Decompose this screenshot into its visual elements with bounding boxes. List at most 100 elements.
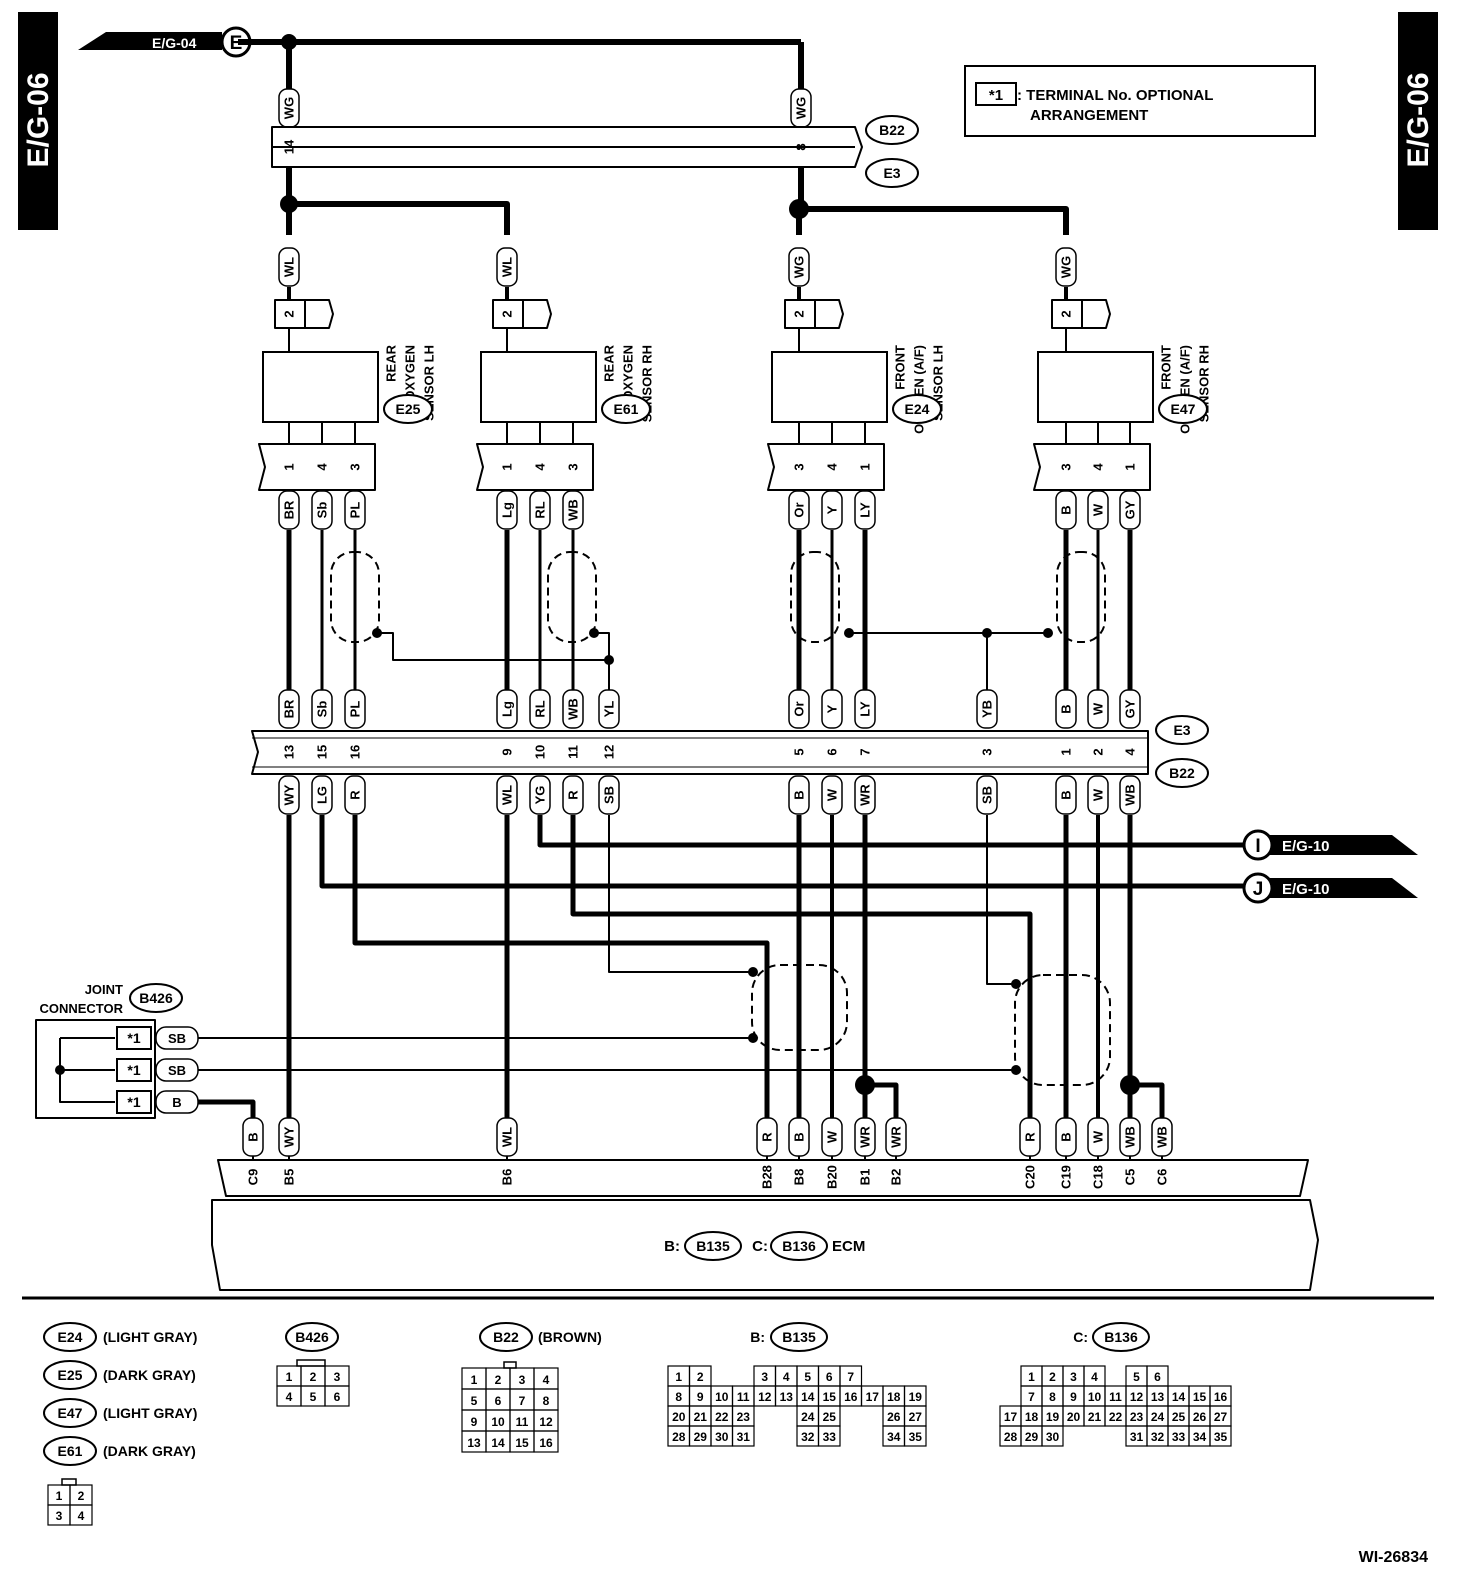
sensor-2-color-1-tag <box>821 490 843 530</box>
connector-e3-mid-ellipse <box>1155 715 1209 745</box>
shield-lower-drain-1 <box>748 967 758 977</box>
connector-b22-mid-ellipse <box>1155 758 1209 788</box>
mid-bottom-color-2-tag <box>344 775 366 815</box>
joint-mark-box-0 <box>116 1026 152 1050</box>
face-b136-cell <box>1041 1425 1064 1447</box>
joint-mark-box-1 <box>116 1058 152 1082</box>
face-b136-pin: 28 <box>1004 1430 1018 1444</box>
sensor-1-pin-0: 1 <box>500 463 515 470</box>
face-b22-pin: 8 <box>543 1394 550 1408</box>
connector-e3-top: E3 <box>883 165 900 181</box>
ecm-b135-ellipse <box>684 1231 742 1261</box>
sensor-2-bottom-connector <box>767 443 885 491</box>
mid-pin-7: 5 <box>792 748 807 755</box>
mid-top-color-6-tag <box>598 689 620 729</box>
face-b136-pin: 29 <box>1025 1430 1039 1444</box>
incoming-label: E/G-04 <box>152 35 197 51</box>
sensor-1-color-0-tag <box>496 490 518 530</box>
face-b136-prefix: C: <box>1073 1329 1088 1345</box>
sensor-3-color-1-tag <box>1087 490 1109 530</box>
face-b22-pin: 14 <box>491 1436 505 1450</box>
face-b426-cell <box>324 1385 350 1407</box>
shield-lower-drain-3 <box>1011 979 1021 989</box>
mid-pin-3: 9 <box>500 748 515 755</box>
face-b135-pin: 24 <box>801 1410 815 1424</box>
face-b135-pin: 4 <box>783 1370 790 1384</box>
sensor-0-top-wire-label-tag <box>278 247 300 287</box>
face-b135-pin: 29 <box>694 1430 708 1444</box>
note-box <box>964 65 1316 137</box>
sensor-1-connector-id: E61 <box>614 401 639 417</box>
mid-top-color-9: LY <box>858 701 873 717</box>
shield-wire-lh <box>377 632 609 661</box>
face-b136-pin: 16 <box>1214 1390 1228 1404</box>
connector-b22-top-ellipse <box>865 115 919 145</box>
outgoing-letter-circle-0 <box>1242 829 1274 861</box>
wire-label-wg-left: WG <box>282 97 297 119</box>
mid-pin-6: 12 <box>602 745 617 759</box>
mid-bottom-color-10-tag <box>976 775 998 815</box>
face-b135-pin: 11 <box>737 1390 750 1404</box>
face-b426-pin: 1 <box>286 1370 293 1384</box>
ecm-wire-8: R <box>1023 1132 1038 1142</box>
face-b135-cell <box>731 1425 755 1447</box>
mid-top-color-3: Lg <box>500 701 515 717</box>
face-b135-prefix: B: <box>750 1329 765 1345</box>
sensor-3-color-2-tag <box>1119 490 1141 530</box>
sensor-3-top-wire-label: WG <box>1059 256 1074 278</box>
sensor-1-body <box>480 351 597 423</box>
face-b136-cell <box>1209 1425 1232 1447</box>
face-b22-pin: 1 <box>471 1373 478 1387</box>
sensor-0-connector-id: E25 <box>396 401 421 417</box>
face-b136-pin: 10 <box>1088 1390 1102 1404</box>
joint-mark-box-2 <box>116 1090 152 1114</box>
mid-top-color-7: Or <box>792 701 807 716</box>
page-tag-right: E/G-06 <box>1402 72 1435 167</box>
face-b136-pin: 26 <box>1193 1410 1207 1424</box>
mid-pin-13: 4 <box>1123 748 1138 756</box>
legend-2-id-ellipse <box>43 1398 97 1428</box>
sensor-0-color-2: PL <box>348 502 363 519</box>
face-b135-id: B135 <box>782 1329 816 1345</box>
ecm-wire-10: W <box>1091 1130 1106 1143</box>
ecm-wire-7: WR <box>889 1126 904 1148</box>
sensor-1-color-1: RL <box>533 501 548 518</box>
sensor-0-pin-0: 1 <box>282 463 297 470</box>
sensor-2-top-connector <box>784 299 844 329</box>
face-b136-pin: 32 <box>1151 1430 1165 1444</box>
face-b22-pin: 12 <box>539 1415 553 1429</box>
mid-top-color-0-tag <box>278 689 300 729</box>
mid-bottom-color-12: W <box>1091 788 1106 801</box>
sensor-1-name-1: OXYGEN <box>621 345 636 401</box>
mid-bottom-color-0: WY <box>282 784 297 805</box>
mid-top-color-8: Y <box>825 704 840 713</box>
outgoing-letter-circle-1 <box>1242 872 1274 904</box>
legend-3-id-ellipse <box>43 1436 97 1466</box>
sensor-1-pin-2: 3 <box>566 463 581 470</box>
outgoing-label-1: E/G-10 <box>1282 881 1330 898</box>
mid-bottom-color-3-tag <box>496 775 518 815</box>
sensor-2-color-2-tag <box>854 490 876 530</box>
wire-wr-b2 <box>865 1082 899 1118</box>
face-b136-id: B136 <box>1104 1329 1138 1345</box>
face-b135-pin: 3 <box>761 1370 768 1384</box>
ecm-pin-11: C5 <box>1123 1169 1138 1186</box>
face-b426-pin: 3 <box>334 1370 341 1384</box>
mid-pin-10: 3 <box>980 748 995 755</box>
face-b22-color: (BROWN) <box>538 1329 602 1345</box>
joint-wire-0: SB <box>168 1031 186 1046</box>
face-b135-pin: 20 <box>672 1410 686 1424</box>
legend-3-id: E61 <box>58 1443 83 1459</box>
face-b22-pin: 16 <box>539 1436 553 1450</box>
face-b135-id-ellipse <box>770 1322 828 1352</box>
mid-top-color-5-tag <box>562 689 584 729</box>
sensor-2-pin-0: 3 <box>792 463 807 470</box>
mid-bottom-color-0-tag <box>278 775 300 815</box>
face-b135-pin: 28 <box>672 1430 686 1444</box>
joint-bus <box>59 1037 115 1103</box>
mid-top-color-4-tag <box>529 689 551 729</box>
face-b136-pin: 22 <box>1109 1410 1123 1424</box>
mid-bottom-color-1-tag <box>311 775 333 815</box>
face-b135-pin: 8 <box>675 1390 682 1404</box>
ecm-wire-11: WB <box>1123 1126 1138 1148</box>
